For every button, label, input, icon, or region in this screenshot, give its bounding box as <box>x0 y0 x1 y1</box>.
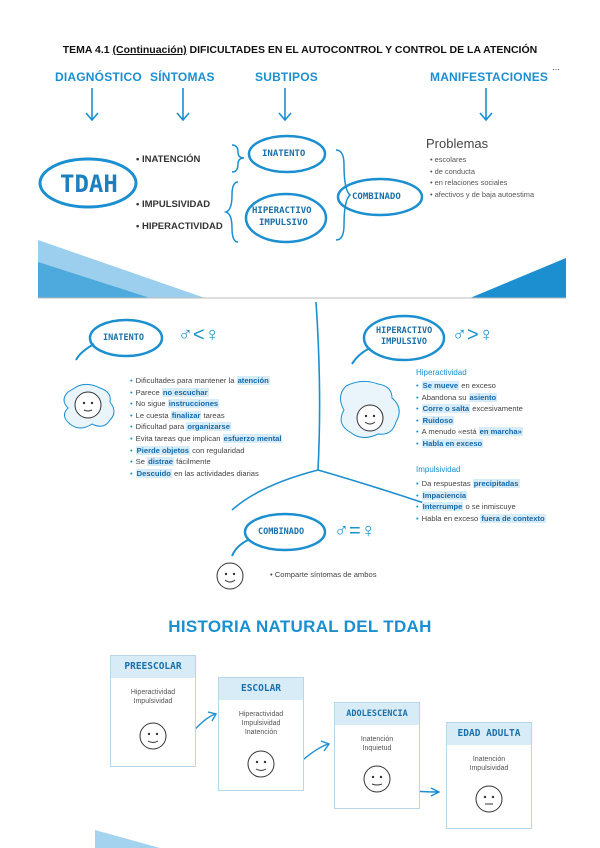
combinado-item: • Comparte síntomas de ambos <box>270 570 377 579</box>
historia-title: HISTORIA NATURAL DEL TDAH <box>168 617 432 636</box>
header-diagnostico: DIAGNÓSTICO <box>55 70 142 84</box>
historia-graphics <box>95 711 441 848</box>
gender-icon-inatento: ♂<♀ <box>178 324 220 346</box>
ellipsis: ... <box>552 62 560 73</box>
gender-icon-hiperactivo: ♂>♀ <box>452 324 494 346</box>
child-face-hiperactivo <box>340 380 400 438</box>
hiperactividad-title: Hiperactividad <box>416 368 467 377</box>
tdah-ellipse <box>38 157 138 209</box>
child-face-inatento <box>63 383 115 429</box>
problem-item: • de conducta <box>430 166 475 176</box>
symptom-inatencion: • INATENCIÓN <box>136 154 201 165</box>
subtype-hiperactivo: HIPERACTIVO <box>252 206 312 216</box>
hiperactividad-list: •Se mueve en exceso •Abandona su asiento… <box>416 380 523 450</box>
stage-name: EDAD ADULTA <box>447 723 531 745</box>
inatento-list: •Dificultades para mantener la atención … <box>130 375 283 479</box>
child-face-icon <box>139 722 167 750</box>
problem-item: • en relaciones sociales <box>430 178 508 187</box>
problems-list: • escolares • de conducta • en relacione… <box>430 154 534 200</box>
list-item: •Parece no escuchar <box>130 387 209 397</box>
header-manifestaciones: MANIFESTACIONES <box>430 70 549 84</box>
subtype-inatento: INATENTO <box>262 149 306 159</box>
adult-face-icon <box>475 785 503 813</box>
top-diagram-graphics <box>38 88 566 299</box>
list-item: •Descuido en las actividades diarias <box>130 468 259 478</box>
inatento-label: INATENTO <box>103 333 144 343</box>
header-subtipos: SUBTIPOS <box>255 70 318 84</box>
list-item: •Interrumpe o se inmiscuye <box>416 502 516 512</box>
list-item: •Se mueve en exceso <box>416 381 496 390</box>
problem-item: • escolares <box>430 155 467 164</box>
stage-name: ADOLESCENCIA <box>335 703 419 725</box>
symptom-hiperactividad: • HIPERACTIVIDAD <box>136 221 223 232</box>
list-item: •Da respuestas precipitadas <box>416 479 520 488</box>
problems-title: Problemas <box>426 136 489 151</box>
list-item: •Ruidoso <box>416 415 455 425</box>
child-face-icon <box>363 765 391 793</box>
list-item: •Se distrae fácilmente <box>130 457 211 467</box>
header-sintomas: SÍNTOMAS <box>150 70 215 84</box>
child-face-combinado <box>216 562 244 590</box>
list-item: •Le cuesta finalizar tareas <box>130 410 225 420</box>
list-item: •Abandona su asiento <box>416 392 498 402</box>
list-item: •Habla en exceso <box>416 438 484 448</box>
list-item: •Corre o salta excesivamente <box>416 404 523 414</box>
impulsividad-list: •Da respuestas precipitadas •Impaciencia… <box>416 478 546 524</box>
list-item: •A menudo «está en marcha» <box>416 427 523 437</box>
list-item: •No sigue instrucciones <box>130 399 220 409</box>
page-title: TEMA 4.1 (Continuación) DIFICULTADES EN … <box>62 44 538 56</box>
middle-diagram-graphics <box>63 301 446 590</box>
list-item: •Impaciencia <box>416 490 468 500</box>
subtype-combinado: COMBINADO <box>352 192 401 202</box>
impulsividad-title: Impulsividad <box>416 465 461 474</box>
symptom-impulsividad: • IMPULSIVIDAD <box>136 199 211 210</box>
down-arrows <box>85 88 493 122</box>
list-item: •Dificultades para mantener la atención <box>130 376 270 385</box>
list-item: •Dificultad para organizarse <box>130 422 231 432</box>
gender-icon-combinado: ♂=♀ <box>334 520 376 542</box>
stage-name: ESCOLAR <box>219 678 303 700</box>
subtype-impulsivo: IMPULSIVO <box>259 218 308 228</box>
problem-item: • afectivos y de baja autoestima <box>430 189 535 199</box>
child-face-icon <box>247 750 275 778</box>
stage-name: PREESCOLAR <box>111 656 195 678</box>
list-item: •Pierde objetos con regularidad <box>130 445 245 455</box>
list-item: •Evita tareas que implican esfuerzo ment… <box>130 433 283 443</box>
combinado-label: COMBINADO <box>258 527 305 537</box>
list-item: •Habla en exceso fuera de contexto <box>416 513 546 523</box>
tdah-label: TDAH <box>60 170 118 198</box>
